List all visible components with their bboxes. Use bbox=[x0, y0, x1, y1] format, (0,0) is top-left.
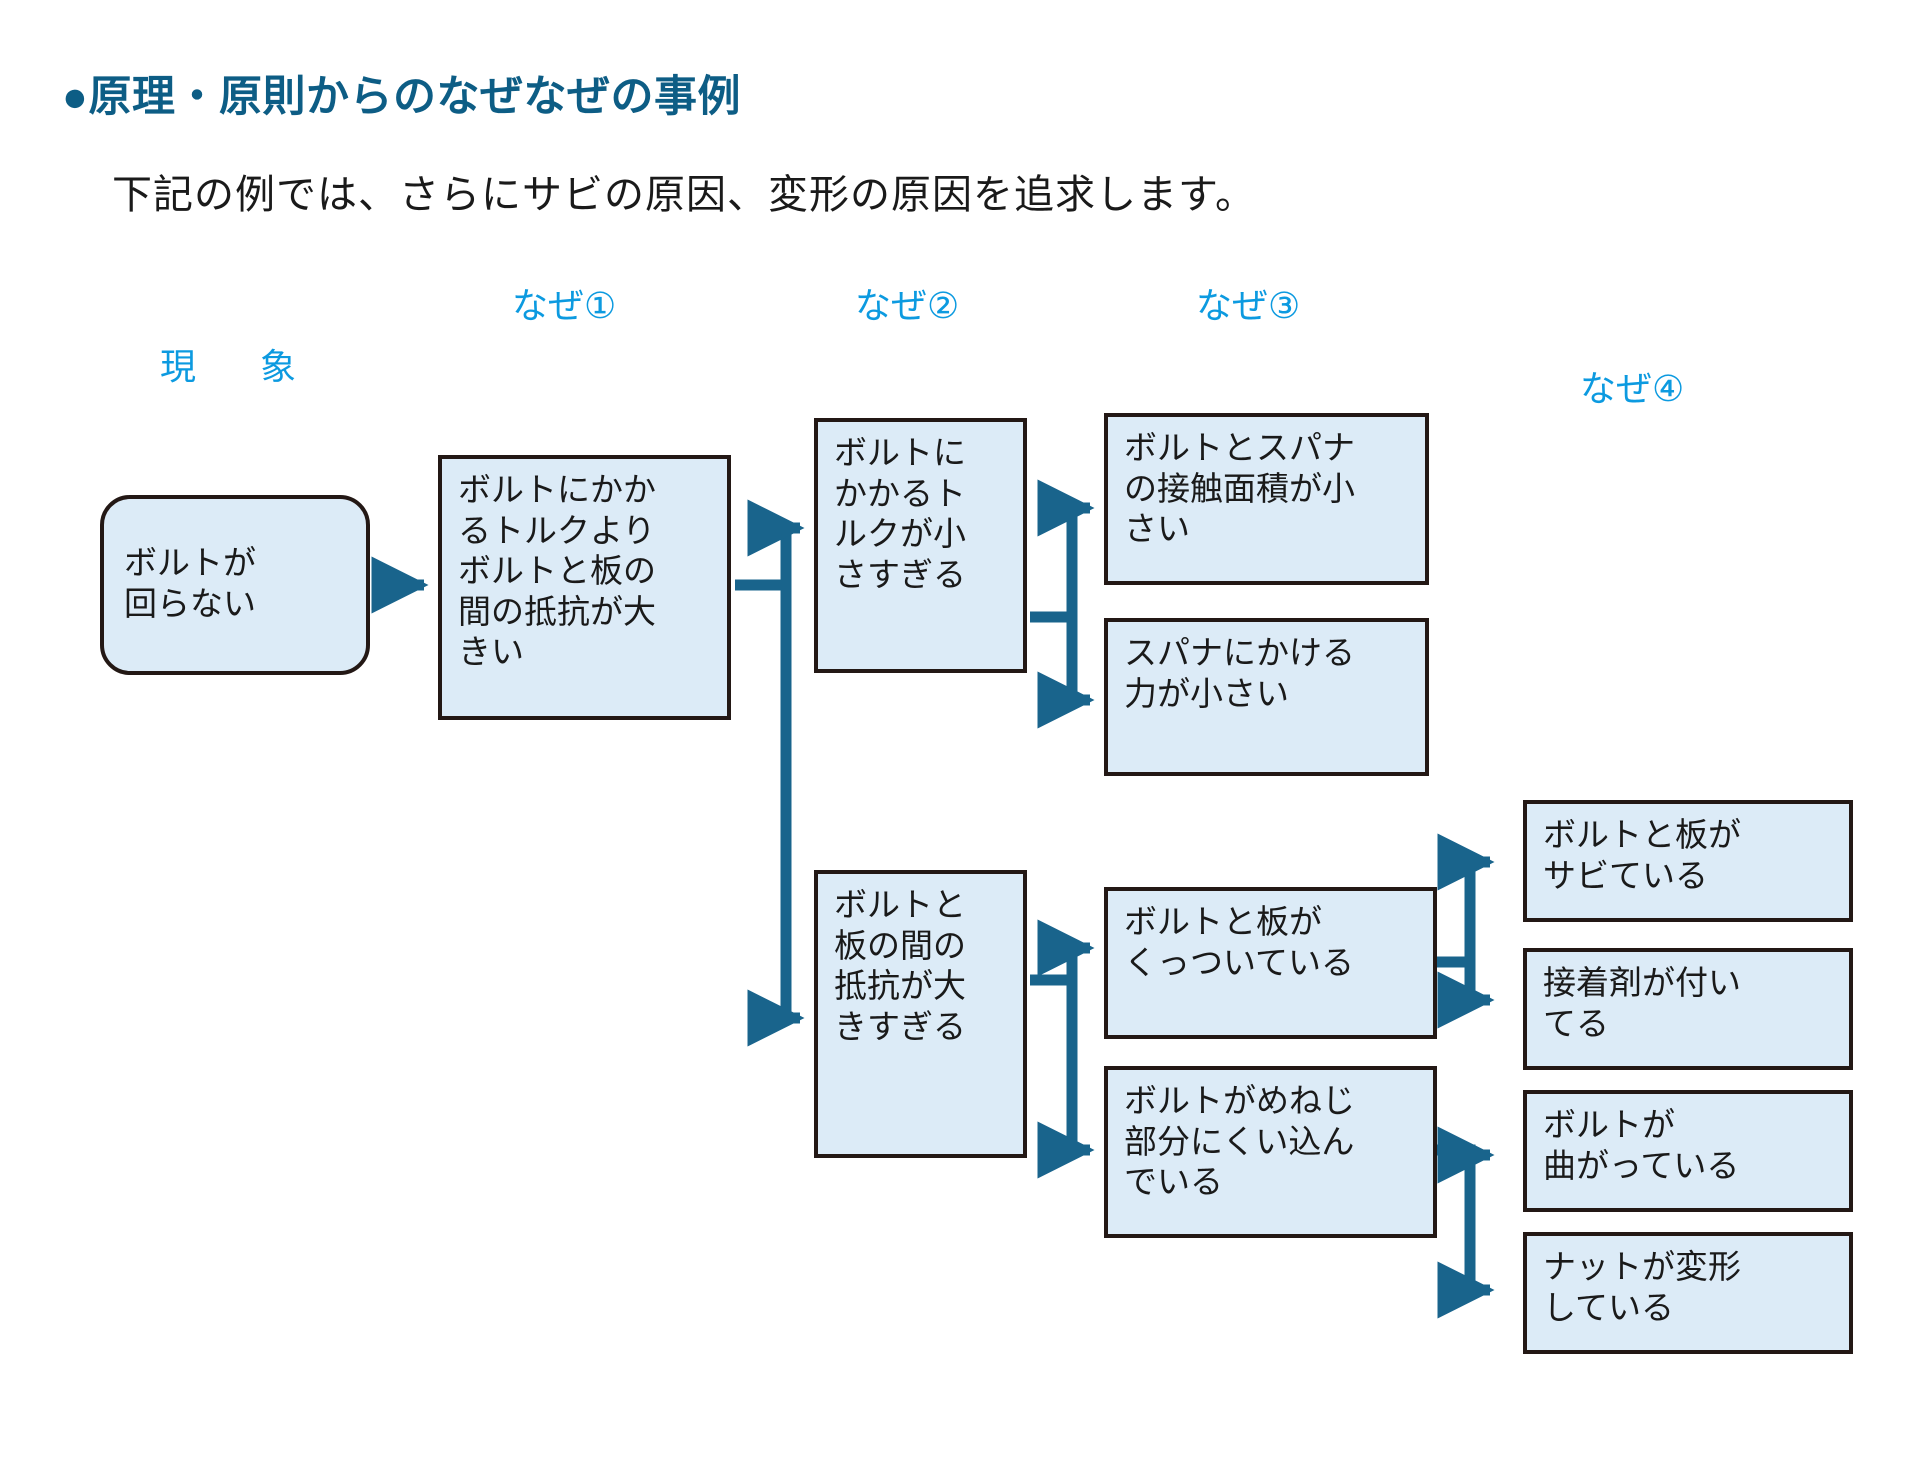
node-why4-bolt-and-plate-rusted[interactable]: ボルトと板が サビている bbox=[1523, 800, 1853, 922]
page-subtitle: 下記の例では、さらにサビの原因、変形の原因を追求します。 bbox=[112, 173, 1256, 217]
node-why3-bolt-biting-into-thread[interactable]: ボルトがめねじ 部分にくい込ん でいる bbox=[1104, 1066, 1437, 1238]
node-why4-nut-deformed[interactable]: ナットが変形 している bbox=[1523, 1232, 1853, 1354]
node-phenomenon-bolt-not-turning[interactable]: ボルトが 回らない bbox=[100, 495, 370, 675]
node-why3-bolt-stuck-to-plate[interactable]: ボルトと板が くっついている bbox=[1104, 887, 1437, 1039]
column-caption-why3: なぜ③ bbox=[1196, 285, 1301, 326]
node-why2-torque-too-small[interactable]: ボルトに かかるト ルクが小 さすぎる bbox=[814, 418, 1027, 673]
node-why4-adhesive-attached[interactable]: 接着剤が付い てる bbox=[1523, 948, 1853, 1070]
column-caption-why4: なぜ④ bbox=[1580, 368, 1685, 409]
node-why3-contact-area-small[interactable]: ボルトとスパナ の接触面積が小 さい bbox=[1104, 413, 1429, 585]
page-title: ●原理・原則からのなぜなぜの事例 bbox=[62, 73, 741, 121]
column-caption-why1: なぜ① bbox=[512, 285, 617, 326]
column-caption-why2: なぜ② bbox=[855, 285, 960, 326]
column-caption-phenomenon: 現 象 bbox=[160, 346, 311, 387]
node-why3-force-on-spanner-small[interactable]: スパナにかける 力が小さい bbox=[1104, 618, 1429, 776]
node-why4-bolt-bent[interactable]: ボルトが 曲がっている bbox=[1523, 1090, 1853, 1212]
node-why1-torque-less-than-resistance[interactable]: ボルトにかか るトルクより ボルトと板の 間の抵抗が大 きい bbox=[438, 455, 731, 720]
node-why2-resistance-too-large[interactable]: ボルトと 板の間の 抵抗が大 きすぎる bbox=[814, 870, 1027, 1158]
